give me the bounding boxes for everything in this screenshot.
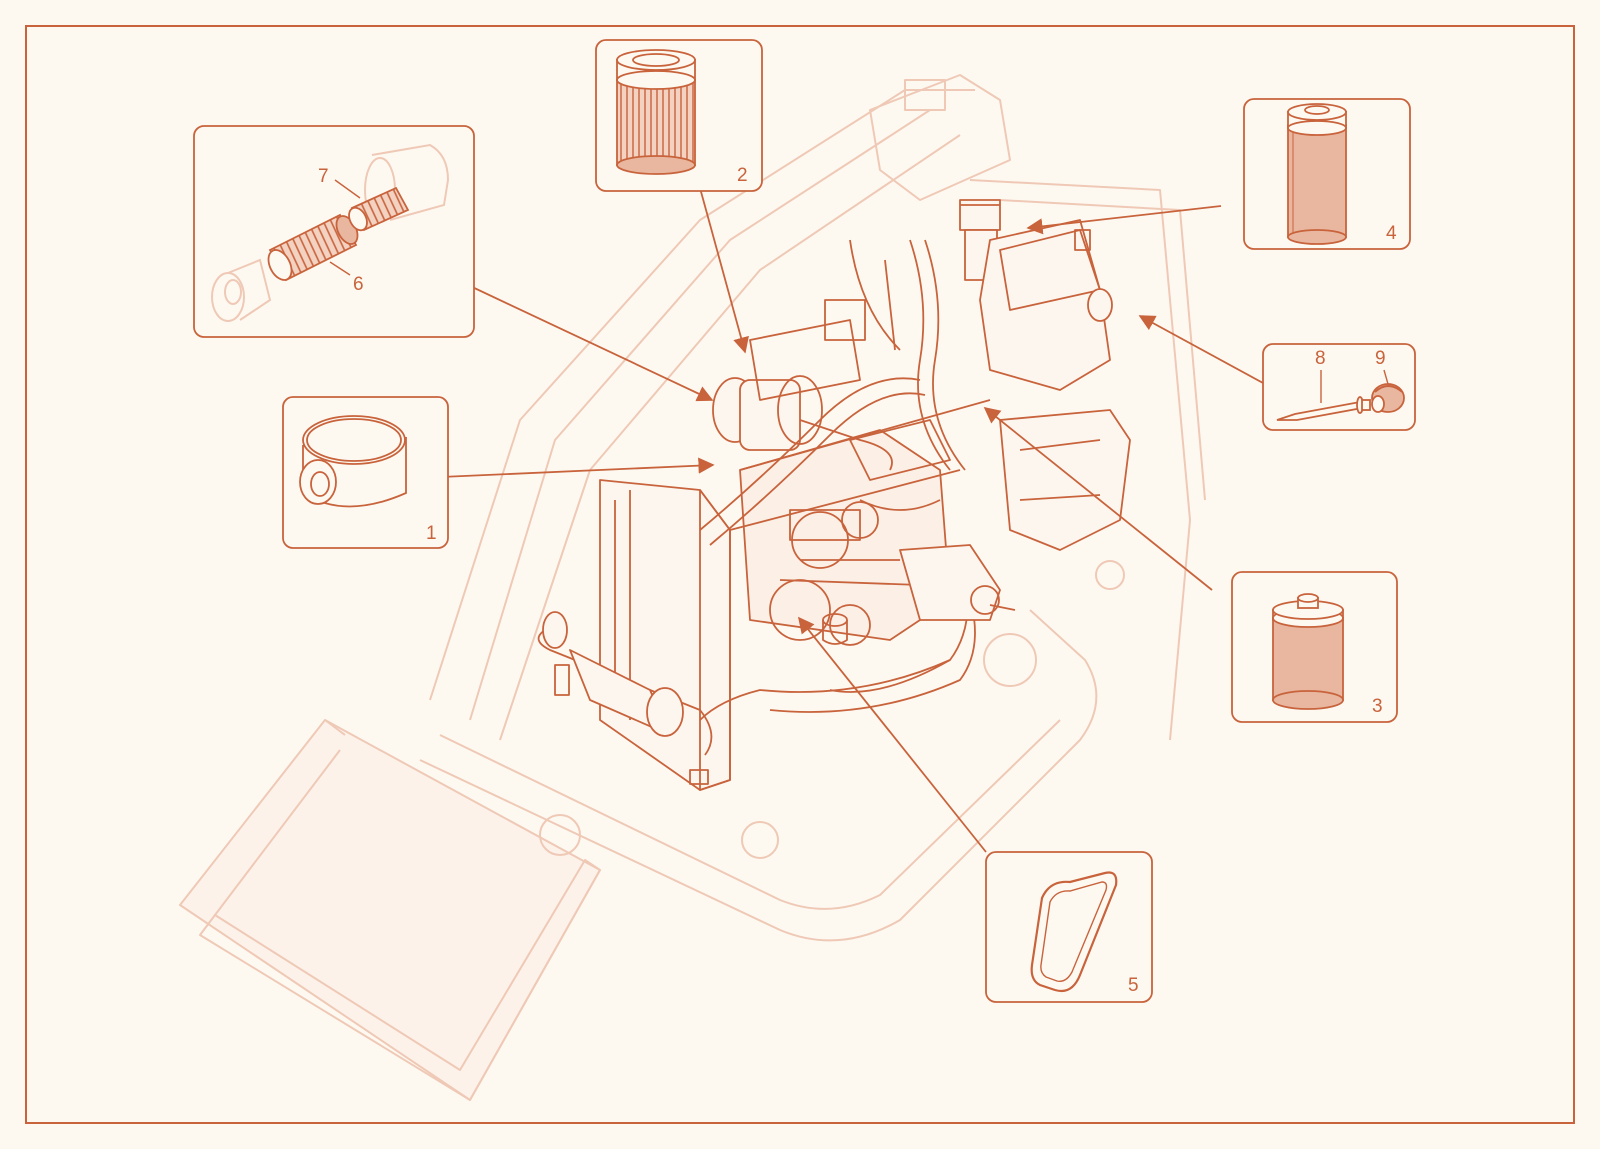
engine-block	[739, 429, 951, 646]
callout-box-5: 5	[985, 851, 1153, 1003]
diagram-frame	[25, 25, 1575, 1124]
pleated-filter-illustration	[616, 49, 696, 175]
callout-box-1: 1	[282, 396, 449, 549]
dipstick-illustration	[1276, 396, 1371, 421]
leader-line-8-9	[1138, 315, 1264, 384]
air-filter-inner-element	[348, 186, 410, 232]
callout-label-5: 5	[1128, 975, 1139, 996]
air-cleaner-housing	[712, 375, 893, 471]
oil-filter-mount	[822, 613, 848, 645]
air-filter-outer-element	[267, 213, 359, 282]
hydraulic-pump	[899, 544, 1016, 621]
callout-box-2: 2	[595, 39, 763, 192]
callout-box-8-9: 8 9	[1262, 343, 1416, 431]
leader-line-6-7	[467, 284, 714, 402]
machine-illustration	[179, 74, 1206, 1101]
loader-arm	[429, 89, 975, 741]
leader-line-2	[699, 187, 749, 354]
filter-cartridge-illustration	[299, 415, 407, 508]
leader-line-3	[983, 406, 1213, 591]
leader-line-4	[1026, 205, 1222, 235]
muffler	[537, 611, 713, 756]
top-plate	[749, 299, 951, 481]
callout-label-4: 4	[1386, 223, 1397, 244]
callout-box-4: 4	[1243, 98, 1411, 250]
dipstick-tube	[884, 259, 896, 351]
callout-label-1: 1	[426, 523, 437, 544]
callout-label-6: 6	[353, 274, 364, 295]
fuel-filter-illustration	[1272, 593, 1344, 710]
bucket-outline	[179, 719, 601, 1101]
engine-assembly	[537, 199, 1131, 791]
callout-label-9: 9	[1375, 348, 1386, 369]
filler-cap-illustration	[1371, 383, 1405, 413]
drive-belt-illustration	[1030, 871, 1118, 993]
filter-element-illustration	[1287, 103, 1347, 245]
track-assembly	[419, 560, 1125, 942]
leader-line-5	[797, 616, 987, 853]
fuel-tank	[979, 219, 1113, 391]
callout-label-3: 3	[1372, 696, 1383, 717]
callout-label-8: 8	[1315, 348, 1326, 369]
leader-line-1	[440, 457, 715, 478]
callout-box-6-7: 7 6	[193, 125, 475, 338]
hydraulic-tank	[999, 409, 1131, 551]
leader-lines	[440, 187, 1264, 853]
callout-box-3: 3	[1231, 571, 1398, 723]
callout-label-7: 7	[318, 166, 329, 187]
callout-label-2: 2	[737, 165, 748, 186]
